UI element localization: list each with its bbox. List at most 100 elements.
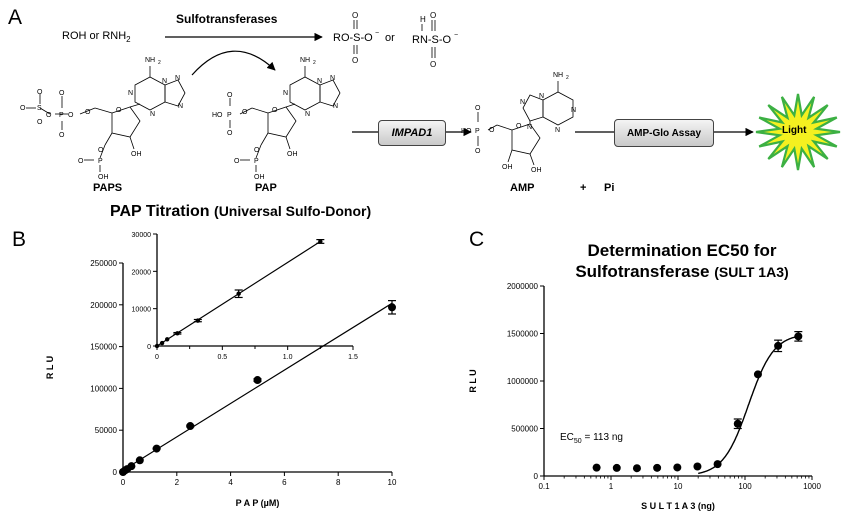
pi-label: Pi xyxy=(604,182,615,194)
y-tick-label: 30000 xyxy=(132,232,152,239)
data-point xyxy=(388,303,396,312)
svg-text:N: N xyxy=(527,124,532,131)
svg-text:O: O xyxy=(37,89,43,96)
data-point xyxy=(135,456,144,465)
x-tick-label: 1.0 xyxy=(283,354,293,361)
data-point xyxy=(127,462,136,471)
svg-text:O: O xyxy=(227,92,233,99)
svg-text:N: N xyxy=(150,111,155,118)
svg-text:OH: OH xyxy=(131,151,142,158)
svg-text:O: O xyxy=(59,90,65,97)
data-point xyxy=(612,463,621,472)
svg-text:O: O xyxy=(489,127,495,134)
svg-text:O: O xyxy=(254,147,260,154)
data-point xyxy=(152,444,161,453)
data-point xyxy=(733,419,742,428)
svg-text:P: P xyxy=(59,112,64,119)
light-label: Light xyxy=(782,125,807,136)
svg-text:N: N xyxy=(333,103,338,110)
svg-text:HO: HO xyxy=(461,128,472,135)
svg-text:O: O xyxy=(46,112,52,119)
svg-text:O: O xyxy=(234,158,240,165)
y-tick-label: 0 xyxy=(147,344,151,351)
starburst-shape xyxy=(755,93,841,171)
data-point xyxy=(253,376,262,385)
atom-o: O xyxy=(352,11,358,20)
data-point xyxy=(653,463,662,472)
y-tick-label: 50000 xyxy=(95,426,118,435)
svg-text:2: 2 xyxy=(313,60,316,66)
svg-text:O: O xyxy=(475,105,481,112)
panel-a-label: A xyxy=(8,6,23,29)
data-point xyxy=(713,460,722,469)
svg-text:O: O xyxy=(85,109,91,116)
panel-c-title: Determination EC50 for Sulfotransferase … xyxy=(575,241,789,281)
amp-structure xyxy=(477,81,574,166)
data-point xyxy=(318,239,323,244)
y-tick-label: 2000000 xyxy=(507,282,539,291)
pap-structure xyxy=(229,66,341,172)
data-point xyxy=(632,464,641,473)
data-point xyxy=(195,318,201,323)
atom-h: H xyxy=(420,15,426,24)
svg-text:N: N xyxy=(520,99,525,106)
atom-o: O xyxy=(430,11,436,20)
pap-atom-labels: NH 2 N N N N N O OH O P OH O O P HO O O xyxy=(212,57,338,181)
data-point xyxy=(673,463,682,472)
amp-label: AMP xyxy=(510,182,535,194)
data-point xyxy=(175,331,180,336)
data-point xyxy=(774,341,783,350)
svg-text:P: P xyxy=(227,112,232,119)
y-tick-label: 0 xyxy=(113,468,118,477)
svg-text:N: N xyxy=(175,75,180,82)
y-axis-label: R L U xyxy=(45,356,55,379)
charge-minus: − xyxy=(375,30,379,37)
svg-text:S: S xyxy=(37,105,42,112)
x-tick-label: 4 xyxy=(228,478,233,487)
svg-text:HO: HO xyxy=(212,112,223,119)
svg-text:N: N xyxy=(317,78,322,85)
reaction-schematic: O RO-S-O − O or H O RN-S-O − O xyxy=(20,11,841,181)
y-tick-label: 250000 xyxy=(90,259,117,268)
x-tick-label: 10 xyxy=(674,482,683,491)
svg-text:NH: NH xyxy=(145,57,155,64)
x-tick-label: 1000 xyxy=(803,482,821,491)
svg-text:2: 2 xyxy=(566,75,569,81)
data-point xyxy=(693,462,702,471)
data-point xyxy=(154,343,160,349)
svg-text:OH: OH xyxy=(531,167,542,174)
svg-text:OH: OH xyxy=(98,174,109,181)
y-tick-label: 150000 xyxy=(90,343,117,352)
ec50-annotation: EC50 = 113 ng xyxy=(560,432,623,445)
y-tick-label: 100000 xyxy=(90,384,117,393)
enzyme-label: Sulfotransferases xyxy=(176,12,278,26)
svg-text:O: O xyxy=(116,107,122,114)
svg-text:P: P xyxy=(98,158,103,165)
svg-text:N: N xyxy=(178,103,183,110)
svg-text:O: O xyxy=(516,123,522,130)
svg-text:O: O xyxy=(68,112,74,119)
panel-b-label: B xyxy=(12,228,27,251)
paps-structure xyxy=(26,66,186,172)
x-axis-label: P A P (µM) xyxy=(236,498,280,508)
light-starburst xyxy=(755,93,841,171)
y-tick-label: 200000 xyxy=(90,301,117,310)
y-tick-label: 10000 xyxy=(132,307,152,314)
svg-text:O: O xyxy=(242,109,248,116)
svg-text:N: N xyxy=(283,90,288,97)
svg-text:O: O xyxy=(475,148,481,155)
fit-line xyxy=(122,302,393,471)
y-tick-label: 1000000 xyxy=(507,377,539,386)
x-tick-label: 1 xyxy=(609,482,614,491)
svg-text:OH: OH xyxy=(502,164,513,171)
svg-text:OH: OH xyxy=(254,174,265,181)
x-tick-label: 0.1 xyxy=(538,482,550,491)
y-tick-label: 1500000 xyxy=(507,330,539,339)
impad-box: IMPAD1 xyxy=(378,120,446,146)
data-point xyxy=(794,332,803,341)
x-tick-label: 0 xyxy=(121,478,126,487)
x-tick-label: 10 xyxy=(388,478,397,487)
x-tick-label: 6 xyxy=(282,478,287,487)
x-tick-label: 0 xyxy=(155,354,159,361)
svg-text:N: N xyxy=(571,107,576,114)
